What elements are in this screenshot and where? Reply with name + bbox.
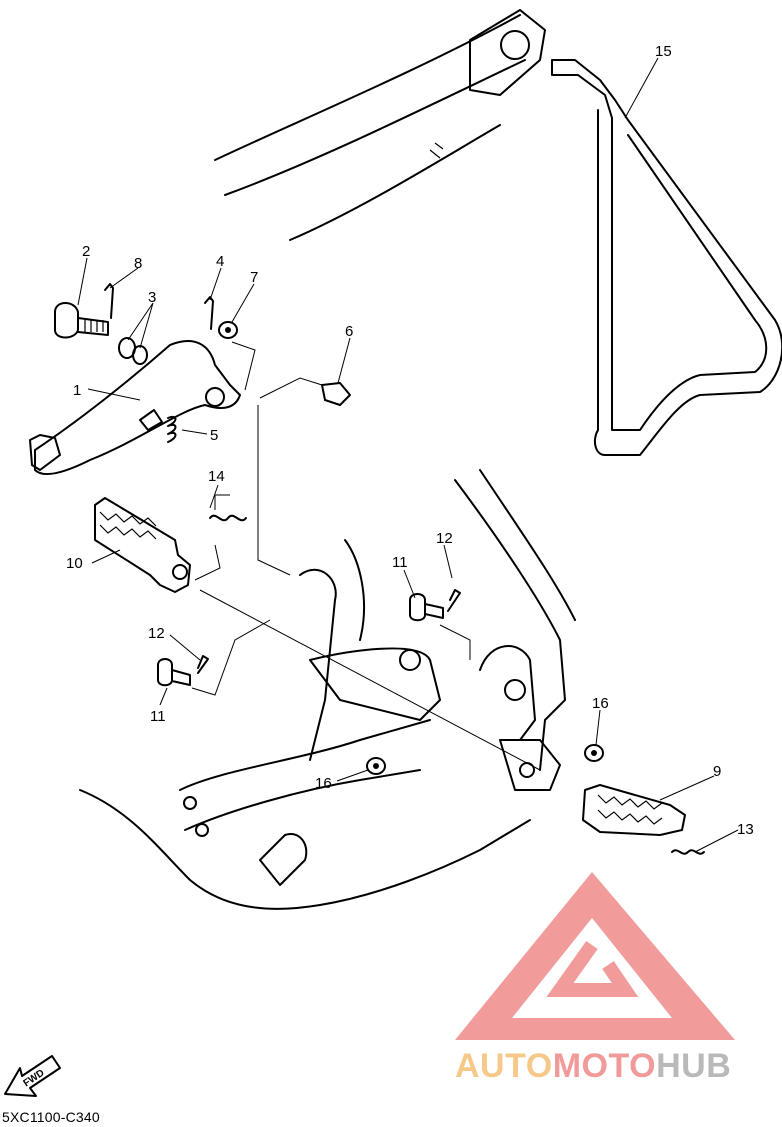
callout-15: 15 [655, 43, 672, 60]
fwd-arrow-icon: FWD [4, 1055, 61, 1097]
mount-hardware [157, 589, 604, 775]
callout-9: 9 [713, 763, 721, 780]
footrest-left-part-10 [94, 494, 247, 593]
watermark-text: AUTOMOTOHUB [455, 1047, 731, 1085]
callout-14: 14 [208, 468, 225, 485]
callout-16a: 16 [592, 695, 609, 712]
brake-pedal-part-1 [29, 340, 241, 476]
callout-5: 5 [210, 427, 218, 444]
callout-11a: 11 [392, 554, 408, 571]
callout-4: 4 [216, 253, 224, 270]
callout-12b: 12 [148, 625, 165, 642]
callout-7: 7 [250, 269, 258, 286]
watermark-triangle [455, 872, 735, 1040]
callout-16b: 16 [315, 775, 332, 792]
sidestand-part-15 [551, 59, 782, 456]
pivot-hardware [54, 283, 351, 576]
callout-1: 1 [73, 382, 81, 399]
callout-2: 2 [82, 243, 90, 260]
callout-labels: 1 2 3 4 5 6 7 8 9 10 11 11 12 12 13 14 1… [66, 43, 754, 838]
callout-13: 13 [737, 821, 754, 838]
callout-8: 8 [134, 255, 142, 272]
callout-12a: 12 [436, 530, 453, 547]
callout-6: 6 [345, 323, 353, 340]
leader-lines [77, 57, 739, 853]
watermark-brand: AUTOMOTOHUB [455, 1047, 731, 1085]
callout-3: 3 [148, 289, 156, 306]
frame-upper [214, 9, 546, 241]
callout-10: 10 [66, 555, 83, 572]
diagram-code: 5XC1100-C340 [2, 1109, 100, 1125]
footrest-right-part-9 [582, 784, 705, 855]
callout-11b: 11 [150, 708, 166, 725]
watermark-logo [455, 872, 735, 1040]
frame-lower [79, 469, 576, 910]
